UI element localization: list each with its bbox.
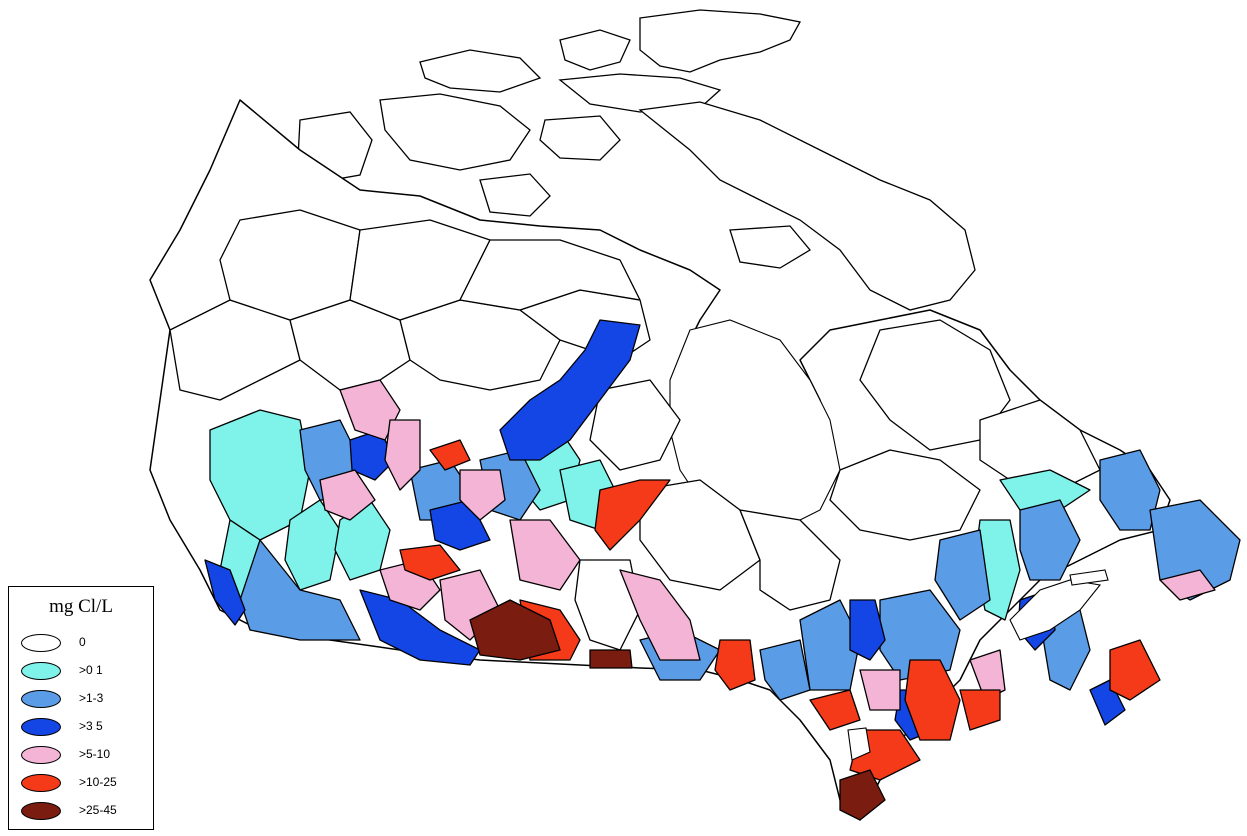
basin-sask-pink-1 xyxy=(459,469,506,521)
basin-labrador-east xyxy=(1019,499,1081,581)
legend-item: >25-45 xyxy=(19,799,149,823)
legend-title: mg Cl/L xyxy=(49,596,113,617)
basin-manitoba-north xyxy=(589,379,681,471)
map-legend: mg Cl/L 0 >0 1 >1-3 >3 5 >5-10 >10-25 >25-45 xyxy=(8,586,154,830)
basin-ontario-pink xyxy=(619,569,701,661)
island-baffin xyxy=(638,101,976,311)
basin-manitoba-pink xyxy=(509,519,581,591)
island-devon xyxy=(558,73,722,113)
basin-quebec-south-1 xyxy=(799,599,861,691)
legend-item: 0 xyxy=(19,631,149,655)
basin-nova-scotia-1 xyxy=(1089,679,1126,726)
basin-quebec-central xyxy=(829,449,981,541)
basin-north-1 xyxy=(219,209,361,321)
legend-label: 0 xyxy=(79,635,86,649)
basin-red-ontario-south-2 xyxy=(904,659,961,741)
basin-labrador xyxy=(979,399,1101,491)
legend-label: >25-45 xyxy=(79,803,117,817)
basin-red-north xyxy=(429,439,471,471)
basin-quebec-pink-2 xyxy=(969,649,1006,701)
class-4-basins xyxy=(319,379,1216,711)
basin-labrador-south xyxy=(999,469,1091,511)
basin-red-nova-scotia xyxy=(1109,639,1161,701)
legend-swatch xyxy=(21,718,61,736)
basin-quebec-south-2 xyxy=(879,589,961,681)
basin-vancouver xyxy=(204,559,246,626)
lake-mistassini xyxy=(1069,569,1109,586)
gulf-st-lawrence xyxy=(1009,579,1102,641)
lake-huron xyxy=(847,727,871,761)
legend-item: >5-10 xyxy=(19,743,149,767)
legend-label: >1-3 xyxy=(79,691,104,705)
island-somerset xyxy=(539,115,621,161)
legend-swatch xyxy=(21,746,61,764)
basin-quebec-mid xyxy=(849,599,886,661)
island-axel-heiberg xyxy=(559,29,631,71)
basin-ontario-north-2 xyxy=(739,509,841,611)
legend-swatch xyxy=(21,690,61,708)
basin-peace-2 xyxy=(384,419,421,491)
basin-red-winnipeg xyxy=(594,479,671,551)
basin-newfoundland-pink xyxy=(1159,569,1216,601)
water-features xyxy=(847,569,1109,761)
arctic-islands xyxy=(297,9,976,311)
basin-ontario-north-1 xyxy=(639,479,761,591)
legend-label: >5-10 xyxy=(79,747,111,761)
island-prince-of-wales xyxy=(479,173,551,217)
legend-item: >0 1 xyxy=(19,659,149,683)
basin-alberta-pink xyxy=(319,469,376,521)
legend-swatch xyxy=(21,774,61,792)
legend-item: >3 5 xyxy=(19,715,149,739)
legend-label: >0 1 xyxy=(79,663,103,677)
legend-item: >1-3 xyxy=(19,687,149,711)
basin-churchill-corridor xyxy=(499,319,641,461)
basin-red-ontario-west xyxy=(714,639,756,691)
legend-item: >10-25 xyxy=(19,771,149,795)
basin-ontario-east xyxy=(759,639,811,701)
legend-label: >10-25 xyxy=(79,775,117,789)
island-southampton xyxy=(729,225,811,269)
basin-red-quebec xyxy=(959,689,1001,731)
basin-north-3 xyxy=(459,239,641,311)
island-victoria xyxy=(379,93,531,171)
basin-quebec-south-3 xyxy=(934,529,991,621)
class-6-basins xyxy=(469,599,886,821)
basin-dark-prairie xyxy=(469,599,561,661)
basin-labrador-coast xyxy=(1099,449,1161,531)
legend-swatch xyxy=(21,634,61,652)
white-basins xyxy=(169,209,1101,651)
island-north-1 xyxy=(419,49,542,93)
basin-quebec-pink xyxy=(859,669,901,711)
legend-label: >3 5 xyxy=(79,719,103,733)
basin-dark-border xyxy=(589,649,633,669)
legend-swatch xyxy=(21,802,61,820)
basin-dark-ontario-south xyxy=(839,769,886,821)
island-ellesmere xyxy=(639,9,802,73)
legend-swatch xyxy=(21,662,61,680)
basin-red-ontario-south-1 xyxy=(809,689,861,731)
basin-red-sask xyxy=(399,544,461,581)
class-2-basins xyxy=(239,419,1241,701)
